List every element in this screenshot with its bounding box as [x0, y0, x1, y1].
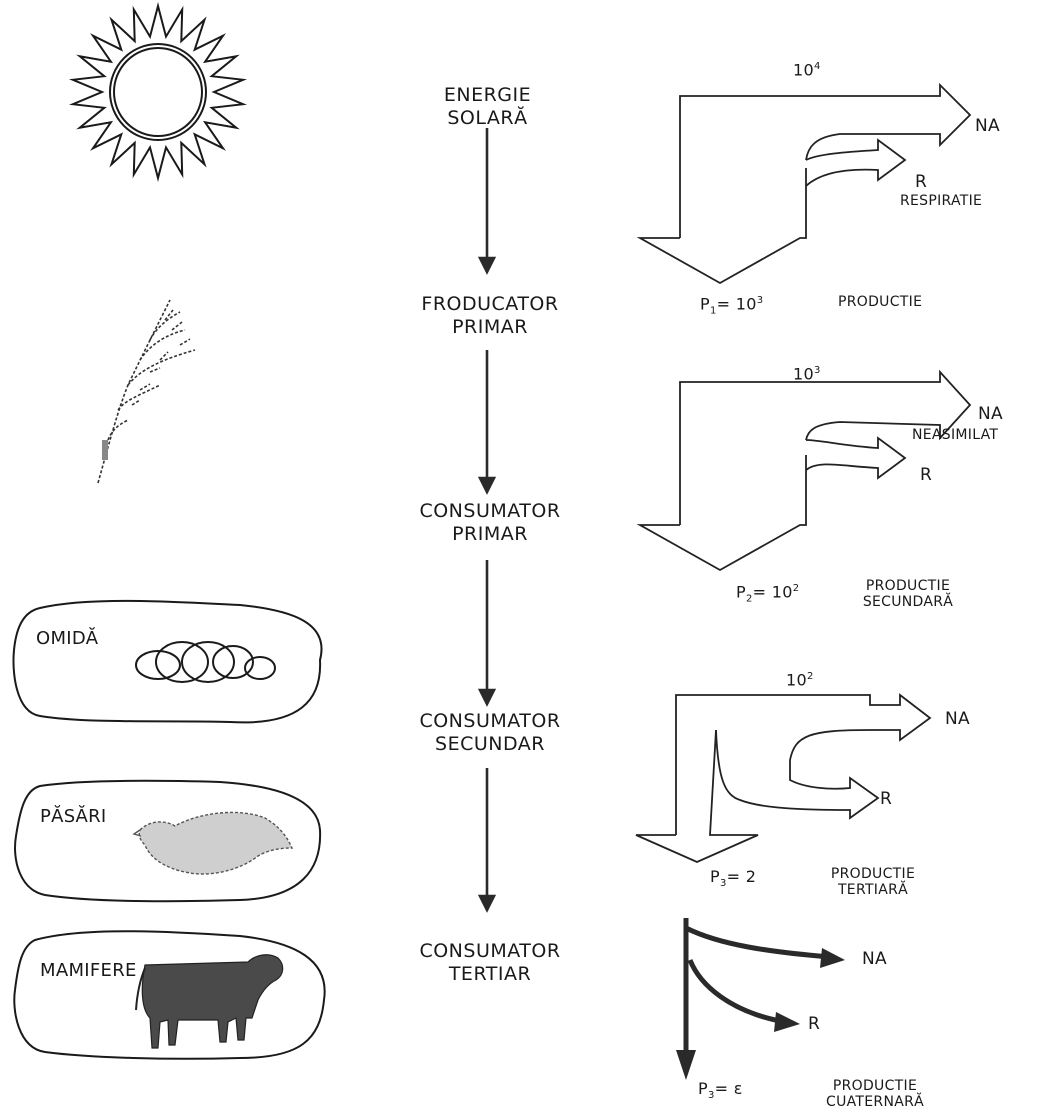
level4-r: R: [808, 1015, 820, 1033]
level3-r: R: [880, 790, 892, 808]
label-mammals: MAMIFERE: [40, 962, 137, 980]
level2-r: R: [920, 466, 932, 484]
flow-level-4: [686, 918, 830, 1058]
level1-input: 104: [793, 58, 821, 79]
bird-icon: [134, 812, 292, 874]
level3-input: 102: [786, 668, 814, 689]
level2-na: NA: [978, 405, 1003, 423]
label-caterpillar: OMIDĂ: [36, 630, 98, 648]
level2-input: 103: [793, 362, 821, 383]
cow-icon: [136, 955, 283, 1048]
level1-na: NA: [975, 117, 1000, 135]
plant-stem-shade: [102, 440, 108, 460]
caterpillar-card: [13, 601, 321, 723]
level4-production-value: P3= ε: [698, 1080, 743, 1105]
level1-r: R: [915, 173, 927, 191]
level2-production-value: P2= 102: [736, 580, 799, 609]
level4-na: NA: [862, 950, 887, 968]
sun-icon: [73, 6, 243, 178]
plant-icon: [98, 300, 195, 483]
level3-production-value: P3= 2: [710, 868, 756, 893]
level1-r-desc: RESPIRATIE: [900, 193, 982, 209]
level3-na: NA: [945, 710, 970, 728]
level1-production-value: P1= 103: [700, 292, 763, 321]
level2-na-desc: NEASIMILAT: [912, 427, 998, 443]
label-birds: PĂSĂRI: [40, 808, 107, 826]
level1-production-desc: PRODUCTIE: [838, 294, 922, 310]
flow-level-3: [636, 695, 930, 862]
